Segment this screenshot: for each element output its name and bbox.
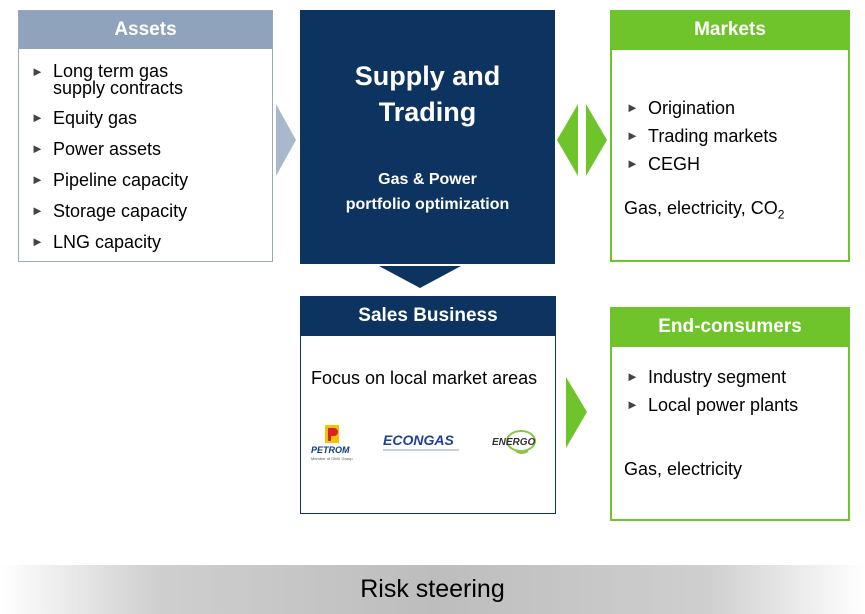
list-item-text: Trading markets (648, 126, 778, 146)
supply-title-line: Trading (378, 97, 477, 127)
sales-business-box: Sales Business Focus on local market are… (300, 296, 556, 514)
supply-to-sales-arrow (379, 266, 461, 288)
list-item-text: CEGH (648, 154, 701, 174)
list-item-text: LNG capacity (53, 232, 162, 252)
list-item-text: Power assets (53, 139, 162, 159)
bullet-icon: ► (31, 172, 44, 187)
list-item: ► LNG capacity (29, 232, 188, 252)
supply-title-line: Supply and (354, 61, 501, 91)
list-item-text: Origination (648, 98, 736, 118)
list-item: ► Power assets (29, 139, 188, 159)
end-consumers-note: Gas, electricity (624, 459, 743, 479)
bullet-icon: ► (626, 156, 639, 171)
list-item: ► Industry segment (624, 367, 798, 387)
bullet-icon: ► (31, 64, 44, 79)
bullet-icon: ► (626, 100, 639, 115)
list-item-text: Industry segment (648, 367, 787, 387)
markets-header: Markets (610, 10, 850, 50)
supply-markets-left-arrow (557, 104, 578, 176)
bullet-icon: ► (626, 397, 639, 412)
risk-steering-banner: Risk steering (0, 565, 865, 614)
bullet-icon: ► (626, 128, 639, 143)
markets-note: Gas, electricity, CO2 (624, 198, 784, 222)
list-item: ► Pipeline capacity (29, 170, 188, 190)
markets-note-subscript: 2 (777, 207, 785, 222)
supply-subtitle-line: Gas & Power (378, 171, 477, 188)
econgas-logo: ECONGAS (383, 432, 459, 451)
assets-to-supply-arrow (276, 104, 296, 176)
sales-note: Focus on local market areas (311, 368, 538, 388)
list-item-text: supply contracts (53, 78, 184, 98)
logo-strip: PETROM Member of OMV Group ECONGAS ENERG… (311, 425, 536, 461)
list-item: ► Local power plants (624, 395, 798, 415)
bullet-icon: ► (626, 369, 639, 384)
end-consumers-box: End-consumers ► Industry segment ► Local p… (610, 307, 850, 521)
list-item: ► Equity gas (29, 108, 188, 128)
list-item: ► Origination (624, 98, 777, 118)
list-item-text: Pipeline capacity (53, 170, 189, 190)
econgas-logo-text: ECONGAS (383, 432, 454, 448)
bullet-icon: ► (31, 234, 44, 249)
bullet-icon: ► (31, 141, 44, 156)
supply-trading-box: Supply and Trading Gas & Power portfolio… (300, 10, 555, 264)
supply-subtitle-line: portfolio optimization (345, 196, 510, 213)
list-item-text: Local power plants (648, 395, 799, 415)
list-item-text: Equity gas (53, 108, 138, 128)
partner-logos: PETROM Member of OMV Group ECONGAS ENERG… (311, 425, 551, 461)
petrom-logo-text: PETROM (311, 445, 350, 455)
list-item-text: Storage capacity (53, 201, 188, 221)
energo-logo-text: ENERGO (492, 437, 536, 448)
supply-subtitle: Gas & Power portfolio optimization (300, 167, 555, 217)
petrom-logo: PETROM Member of OMV Group (311, 425, 353, 461)
risk-steering-label: Risk steering (360, 575, 505, 603)
supply-markets-right-arrow (586, 104, 607, 176)
sales-to-endconsumers-arrow (566, 377, 587, 448)
list-item: ► Trading markets (624, 126, 777, 146)
markets-note-text: Gas, electricity, CO (624, 198, 778, 218)
bullet-icon: ► (31, 110, 44, 125)
sales-header: Sales Business (300, 296, 556, 336)
supply-title: Supply and Trading (300, 58, 555, 130)
energo-logo: ENERGO (492, 430, 536, 454)
list-item: ► CEGH (624, 154, 777, 174)
markets-list: ► Origination ► Trading markets ► CEGH (624, 98, 777, 182)
petrom-logo-tagline: Member of OMV Group (311, 456, 353, 461)
assets-header: Assets (19, 11, 272, 49)
bullet-icon: ► (31, 203, 44, 218)
list-item-text: Long term gas (53, 61, 169, 81)
markets-box: Markets ► Origination ► Trading markets ► C… (610, 10, 850, 262)
list-item: ► Storage capacity (29, 201, 188, 221)
end-consumers-list: ► Industry segment ► Local power plants (624, 367, 798, 423)
end-consumers-header: End-consumers (610, 307, 850, 347)
